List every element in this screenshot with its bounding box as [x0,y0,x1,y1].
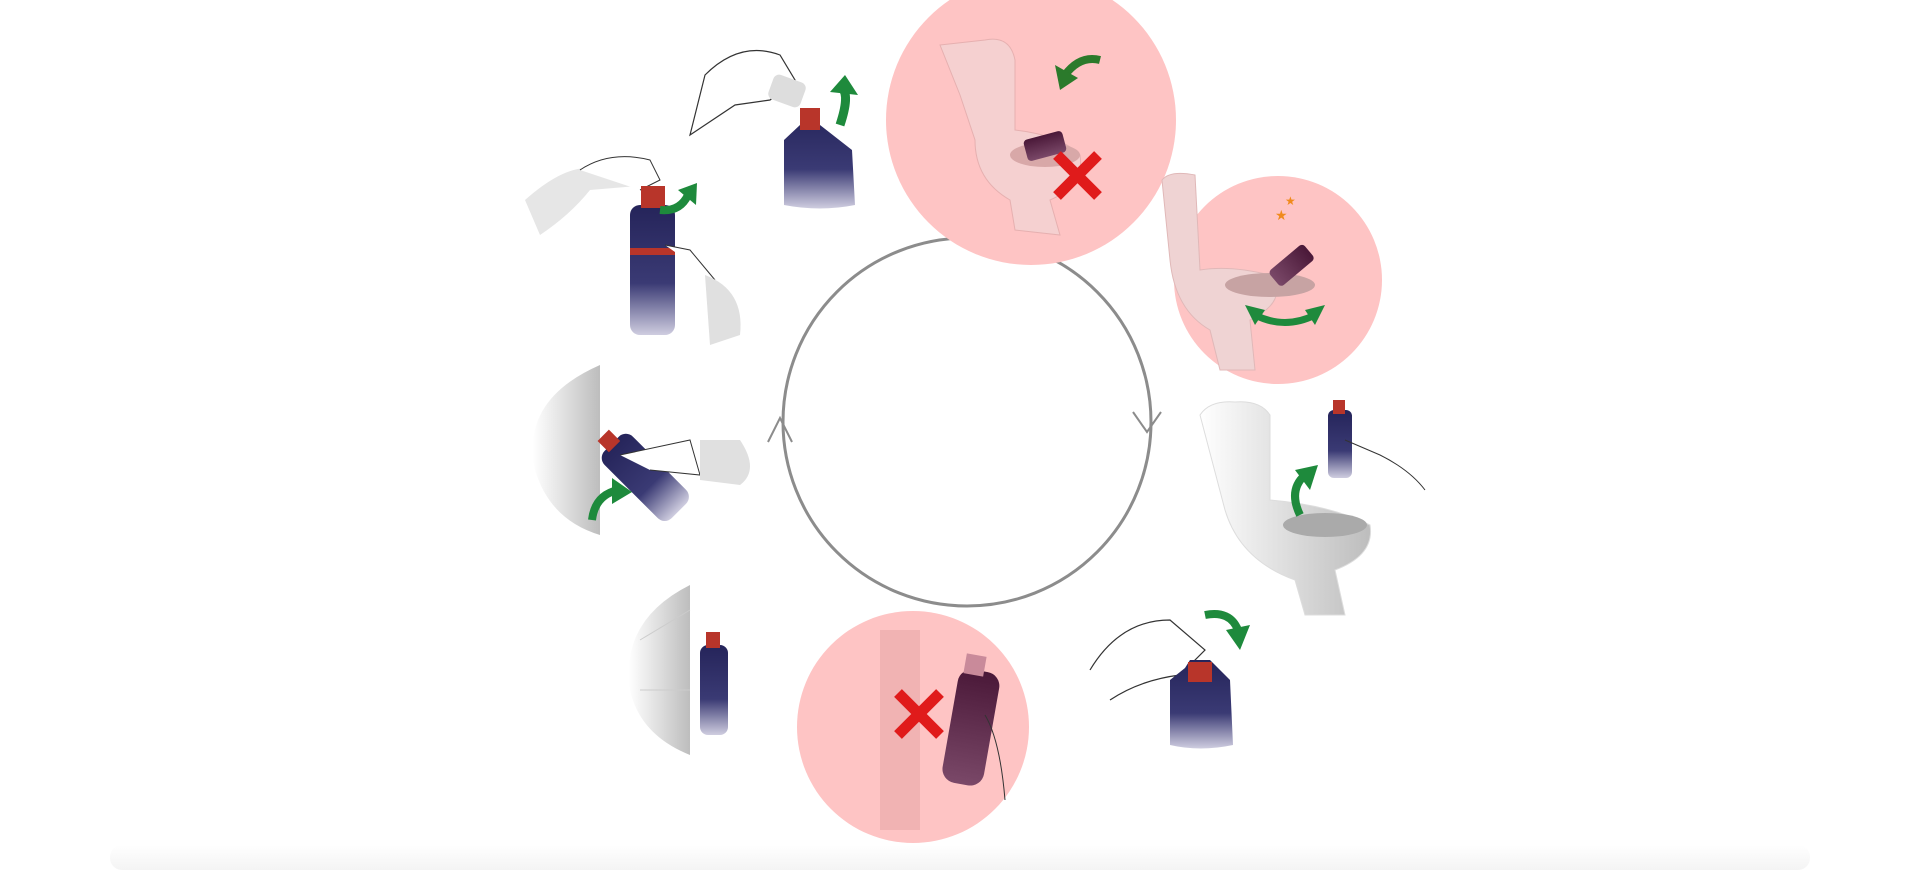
step-open-cap [689,49,858,209]
chevron-down-icon [1132,411,1162,434]
step-no-drop-in-toilet [939,38,1102,236]
cross-icon [1053,151,1102,200]
cycle-ring [767,236,1162,608]
rotate-arrow-icon [1253,311,1317,326]
curved-arrow-icon [659,193,692,215]
curved-arrow-icon [1204,610,1242,632]
star-icon: ★ [1275,207,1288,223]
cross-icon [894,689,944,739]
bottom-shadow [110,845,1810,870]
star-icon: ★ [1285,194,1296,208]
step-close-cap [1089,610,1250,749]
step-no-unsafe-storage [880,630,1006,830]
step-lift-toilet-seat [1199,400,1426,616]
curved-arrow-icon [1061,55,1101,78]
step-unscrew-cap [525,156,741,345]
step-store-in-cabinet [628,585,728,755]
step-squeeze-under-rim: ★ ★ [1161,172,1325,371]
step-take-from-cabinet [532,365,750,535]
chevron-up-icon [767,415,793,443]
